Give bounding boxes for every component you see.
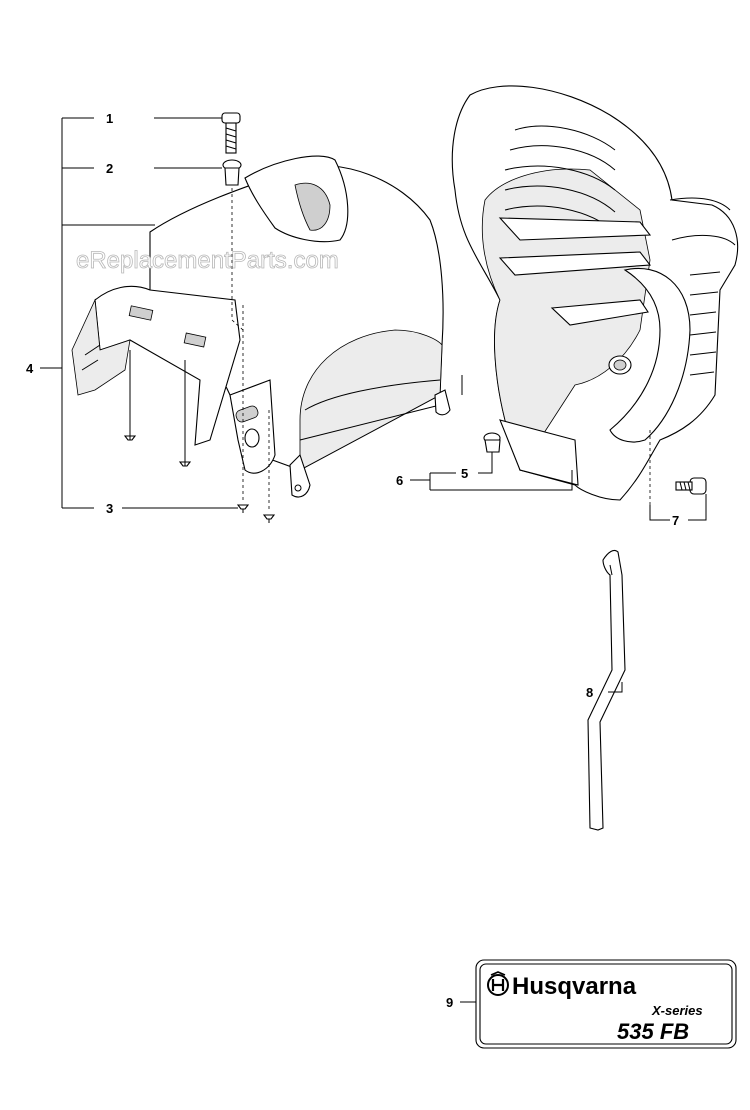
decal-part: Husqvarna X-series 535 FB [475,959,737,1049]
callout-9: 9 [446,995,453,1010]
callout-2: 2 [106,161,113,176]
screw-part [123,112,276,523]
decal-brand: Husqvarna [512,973,637,1000]
callout-6: 6 [396,473,403,488]
husqvarna-logo-icon [487,971,509,996]
decal-series: X-series [651,1003,703,1018]
callout-1: 1 [106,111,113,126]
callout-7: 7 [672,513,679,528]
callout-3: 3 [106,501,113,516]
callout-4: 4 [26,361,34,376]
callout-8: 8 [586,685,593,700]
screw-part [675,477,707,495]
callout-5: 5 [461,466,468,481]
leader-lines [40,117,707,1003]
watermark: eReplacementParts.com [76,247,339,274]
cylinder-cover-part [71,155,463,498]
grommet-part [483,432,501,453]
support-strip-part [587,549,626,831]
cylinder-shroud-part [451,85,739,501]
decal-model: 535 FB [617,1019,689,1044]
